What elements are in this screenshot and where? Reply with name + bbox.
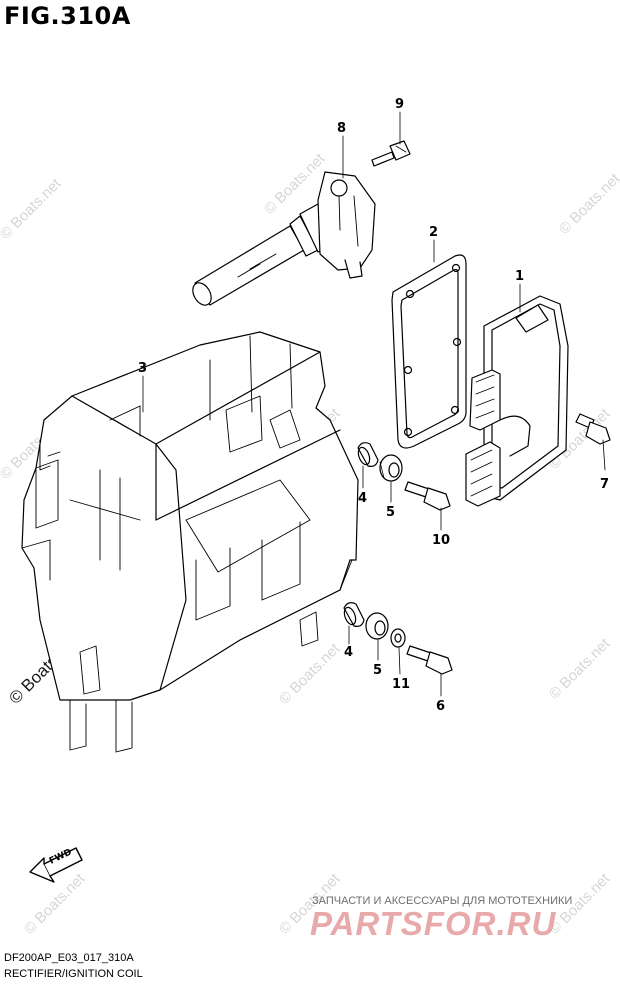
gasket	[391, 254, 467, 449]
callout-5: 5	[373, 663, 382, 678]
grommet-4-upper	[357, 442, 379, 467]
callout-6: 6	[436, 699, 445, 714]
callout-1: 1	[515, 269, 524, 284]
ignition-coil	[192, 171, 376, 306]
model-code: DF200AP_E03_017_310A	[4, 952, 134, 964]
callout-8: 8	[337, 121, 346, 136]
bracket	[21, 331, 359, 753]
promo-tagline: ЗАПЧАСТИ И АКСЕССУАРЫ ДЛЯ МОТОТЕХНИКИ	[312, 895, 573, 907]
watermark: © Boats.net	[276, 640, 344, 708]
bolt-10	[404, 481, 451, 511]
figure-description: RECTIFIER/IGNITION COIL	[4, 968, 143, 980]
callout-5: 5	[386, 505, 395, 520]
callout-7: 7	[600, 477, 609, 492]
washer-11	[390, 628, 406, 648]
bolt-9	[371, 140, 411, 167]
bolt-6	[406, 645, 453, 675]
callouts: 8 9 2 1 3 7 4 5 10 4 5 11 6	[138, 97, 609, 714]
grommet-4-lower	[343, 602, 365, 627]
watermark: © Boats.net	[546, 635, 614, 703]
leader-lines	[142, 111, 606, 697]
callout-4: 4	[358, 491, 367, 506]
callout-11: 11	[392, 677, 410, 692]
callout-10: 10	[432, 533, 450, 548]
watermark: © Boats.net	[0, 175, 65, 243]
grommet-5-lower	[365, 612, 389, 640]
promo-brand-logo[interactable]: PARTSFOR.RU	[310, 905, 557, 942]
callout-4: 4	[344, 645, 353, 660]
rectifier	[465, 295, 569, 507]
callout-2: 2	[429, 225, 438, 240]
callout-9: 9	[395, 97, 404, 112]
fwd-arrow	[29, 847, 83, 883]
watermark: © Boats.net	[556, 170, 620, 238]
grommet-5-upper	[379, 454, 403, 482]
figure-title: FIG.310A	[4, 2, 131, 30]
callout-3: 3	[138, 361, 147, 376]
watermark: © Boats.net	[21, 870, 89, 938]
bolt-7	[575, 413, 611, 445]
